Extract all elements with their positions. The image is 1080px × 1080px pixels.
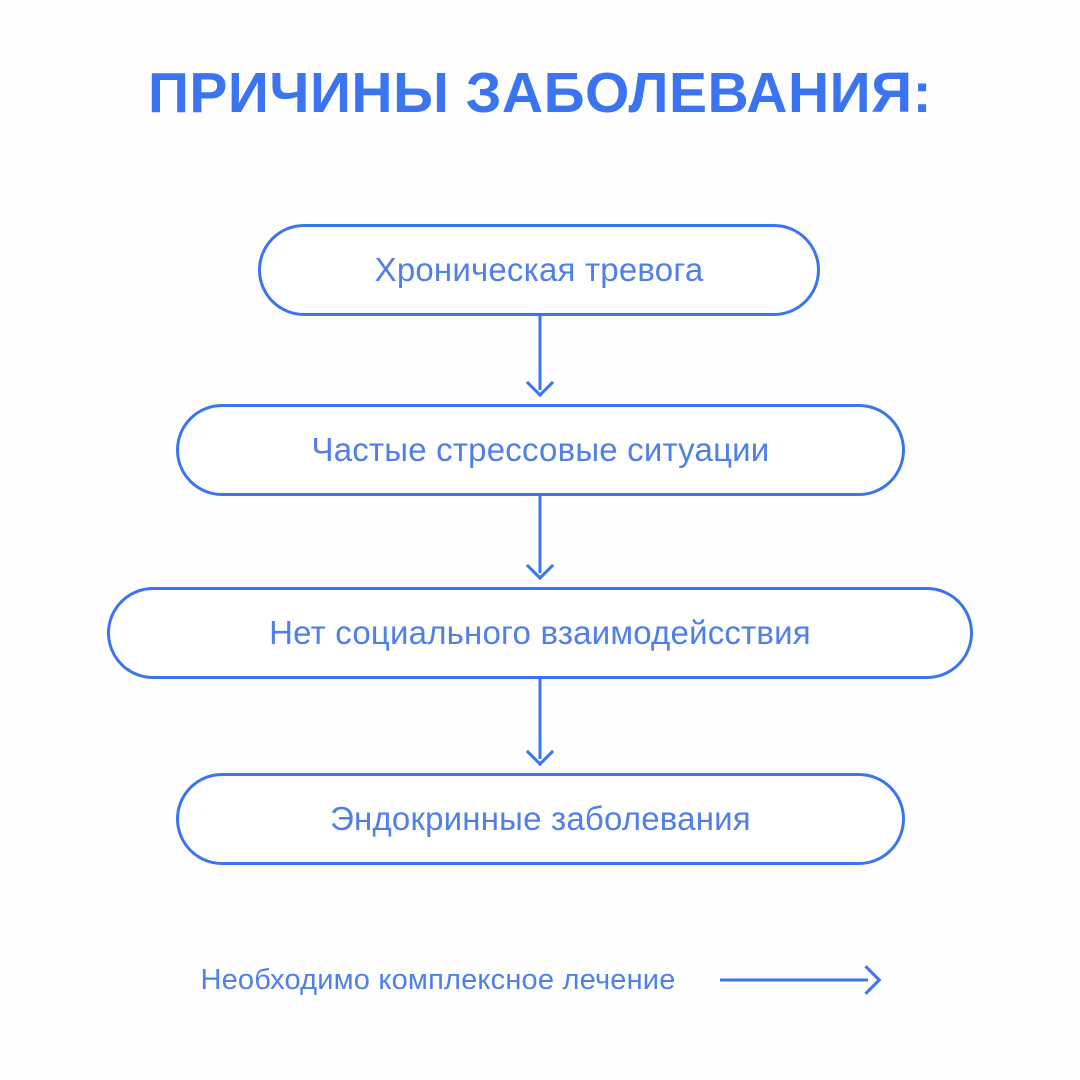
arrow-tip (851, 965, 881, 995)
arrow-stem (538, 679, 542, 759)
footer-text: Необходимо комплексное лечение (200, 963, 676, 996)
arrow-stem (538, 496, 542, 573)
flow-node-2: Частые стрессовые ситуации (176, 404, 905, 496)
arrow-down-icon (525, 679, 555, 767)
arrow-stem (538, 316, 542, 390)
arrow-down-icon (525, 496, 555, 581)
footer-callout: Необходимо комплексное лечение (0, 962, 1080, 998)
arrow-shaft (719, 978, 868, 982)
flow-node-4: Эндокринные заболевания (176, 773, 905, 865)
arrow-right-icon (719, 962, 881, 998)
arrow-down-icon (525, 316, 555, 398)
arrow-head (525, 737, 555, 767)
arrow-head (525, 368, 555, 398)
arrow-head (525, 551, 555, 581)
flow-node-1: Хроническая тревога (258, 224, 820, 316)
page-title: ПРИЧИНЫ ЗАБОЛЕВАНИЯ: (147, 61, 933, 125)
flow-node-3: Нет социального взаимодейсствия (107, 587, 973, 679)
